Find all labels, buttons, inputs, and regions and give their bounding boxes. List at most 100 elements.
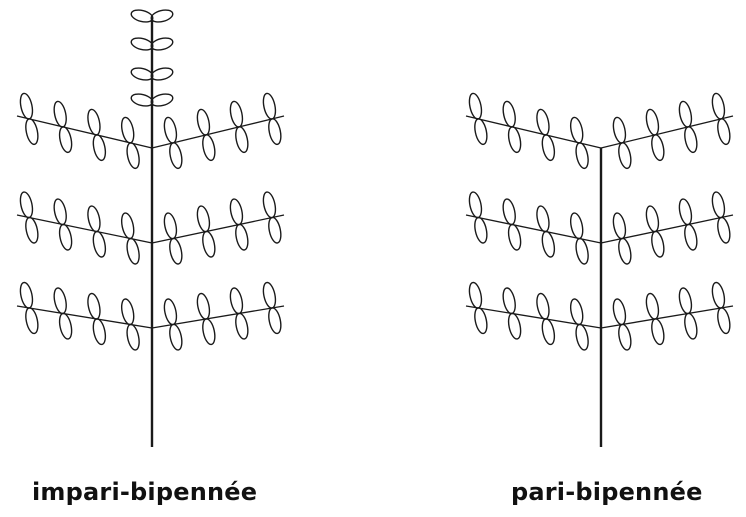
leaflet: [536, 205, 550, 233]
leaflet: [575, 323, 589, 351]
leaflet: [612, 298, 627, 326]
leaflet: [92, 230, 107, 258]
leaflet: [58, 312, 73, 340]
leaflet: [150, 9, 174, 23]
leaflet: [169, 323, 183, 351]
leaflet: [268, 118, 282, 146]
leaflet: [262, 281, 277, 309]
leaflet: [711, 92, 726, 120]
leaflet: [645, 205, 660, 233]
pinna: [600, 92, 734, 170]
leaflet: [507, 223, 522, 251]
leaflet: [120, 298, 135, 326]
caption-pari-bipennee: pari-bipennée: [511, 478, 703, 506]
leaflet: [651, 134, 665, 162]
leaflet: [645, 108, 660, 136]
pinna: [465, 281, 602, 351]
leaflet: [92, 318, 107, 346]
leaflet: [612, 212, 627, 240]
caption-impari-bipennee: impari-bipennée: [32, 478, 258, 506]
leaflet: [618, 142, 632, 170]
leaflet: [126, 237, 140, 265]
leaflet: [150, 67, 174, 81]
leaflet: [163, 116, 178, 144]
leaflet: [19, 191, 34, 219]
leaflet: [202, 230, 216, 258]
leaflet: [163, 298, 178, 326]
pinna: [600, 191, 734, 265]
leaflet: [130, 9, 154, 23]
leaflet: [651, 230, 665, 258]
leaflet: [507, 312, 522, 340]
pinna: [600, 281, 734, 351]
pinna: [16, 191, 153, 265]
leaflet: [717, 307, 731, 335]
leaflet: [645, 292, 660, 320]
leaflet: [536, 108, 550, 136]
leaflet: [163, 212, 178, 240]
leaflet: [268, 307, 282, 335]
leaflet: [678, 287, 693, 315]
imparipinnate-bipinnate-leaf: [16, 9, 285, 447]
leaflet: [235, 126, 249, 154]
leaflet: [150, 37, 174, 51]
leaflet: [87, 292, 101, 320]
leaflet: [262, 191, 277, 219]
leaflet: [58, 223, 73, 251]
leaflet: [58, 126, 73, 154]
leaflet: [684, 223, 698, 251]
leaflet: [229, 198, 244, 226]
leaflet: [502, 198, 516, 226]
leaflet: [169, 142, 183, 170]
leaflet: [150, 93, 174, 107]
leaflet: [575, 237, 589, 265]
leaflet: [25, 118, 39, 146]
leaflet: [235, 312, 249, 340]
leaflet: [169, 237, 183, 265]
leaflet: [53, 198, 67, 226]
leaflet: [130, 93, 154, 107]
leaflet: [474, 216, 488, 244]
leaflet: [25, 307, 39, 335]
leaflet: [651, 318, 665, 346]
leaflet: [684, 312, 698, 340]
leaflet: [541, 134, 556, 162]
leaflet: [126, 323, 140, 351]
leaflet: [474, 307, 488, 335]
leaflet: [120, 212, 135, 240]
leaflet: [536, 292, 550, 320]
leaflet: [717, 216, 731, 244]
leaflet: [684, 126, 698, 154]
leaflet: [541, 230, 556, 258]
leaflet: [717, 118, 731, 146]
pinna: [465, 191, 602, 265]
pinna: [16, 281, 153, 351]
leaflet: [126, 142, 140, 170]
pinna: [151, 92, 285, 170]
terminal-leaflets: [130, 9, 174, 107]
leaflet: [229, 100, 244, 128]
leaflet: [711, 281, 726, 309]
leaflet: [618, 237, 632, 265]
leaflet: [502, 100, 516, 128]
leaflet: [19, 92, 34, 120]
leaflet: [130, 37, 154, 51]
leaflet: [618, 323, 632, 351]
leaflet: [678, 198, 693, 226]
leaflet: [53, 287, 67, 315]
leaflet: [612, 116, 627, 144]
pinna: [151, 191, 285, 265]
leaflet: [468, 281, 483, 309]
leaflet: [502, 287, 516, 315]
leaflet: [262, 92, 277, 120]
pinna: [16, 92, 153, 170]
paripinnate-bipinnate-leaf: [465, 92, 734, 447]
leaflet: [53, 100, 67, 128]
pinna: [465, 92, 602, 170]
leaflet: [92, 134, 107, 162]
leaflet: [235, 223, 249, 251]
leaflet: [196, 205, 211, 233]
leaflet: [202, 134, 216, 162]
leaflet: [87, 205, 101, 233]
